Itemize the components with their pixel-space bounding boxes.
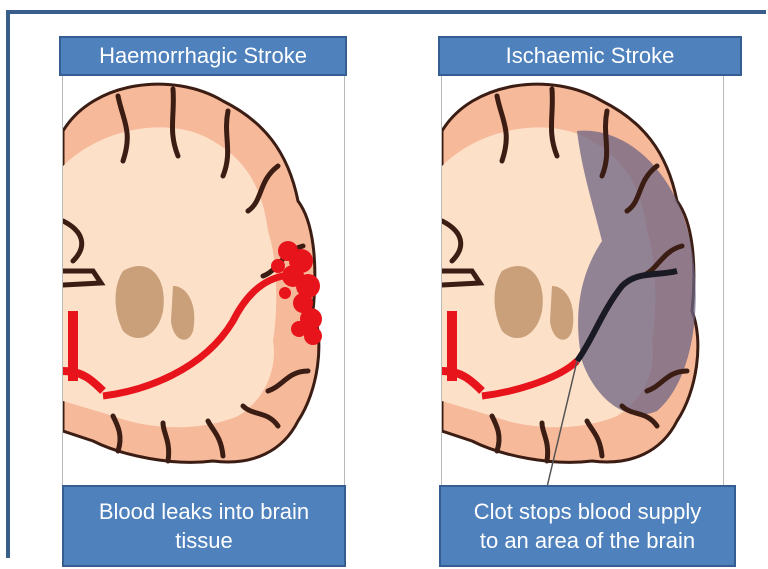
haemorrhagic-caption-line-1: Blood leaks into brain bbox=[64, 497, 344, 526]
haemorrhagic-brain-illustration bbox=[62, 70, 345, 486]
haemorrhagic-caption: Blood leaks into brain tissue bbox=[62, 485, 346, 567]
ischaemic-brain-illustration bbox=[441, 70, 724, 486]
haemorrhagic-title: Haemorrhagic Stroke bbox=[59, 36, 347, 76]
ischaemic-caption-line-2: to an area of the brain bbox=[441, 526, 734, 555]
haemorrhagic-caption-line-2: tissue bbox=[64, 526, 344, 555]
ischaemic-title: Ischaemic Stroke bbox=[438, 36, 742, 76]
ischaemic-caption-line-1: Clot stops blood supply bbox=[441, 497, 734, 526]
ischaemic-caption: Clot stops blood supply to an area of th… bbox=[439, 485, 736, 567]
